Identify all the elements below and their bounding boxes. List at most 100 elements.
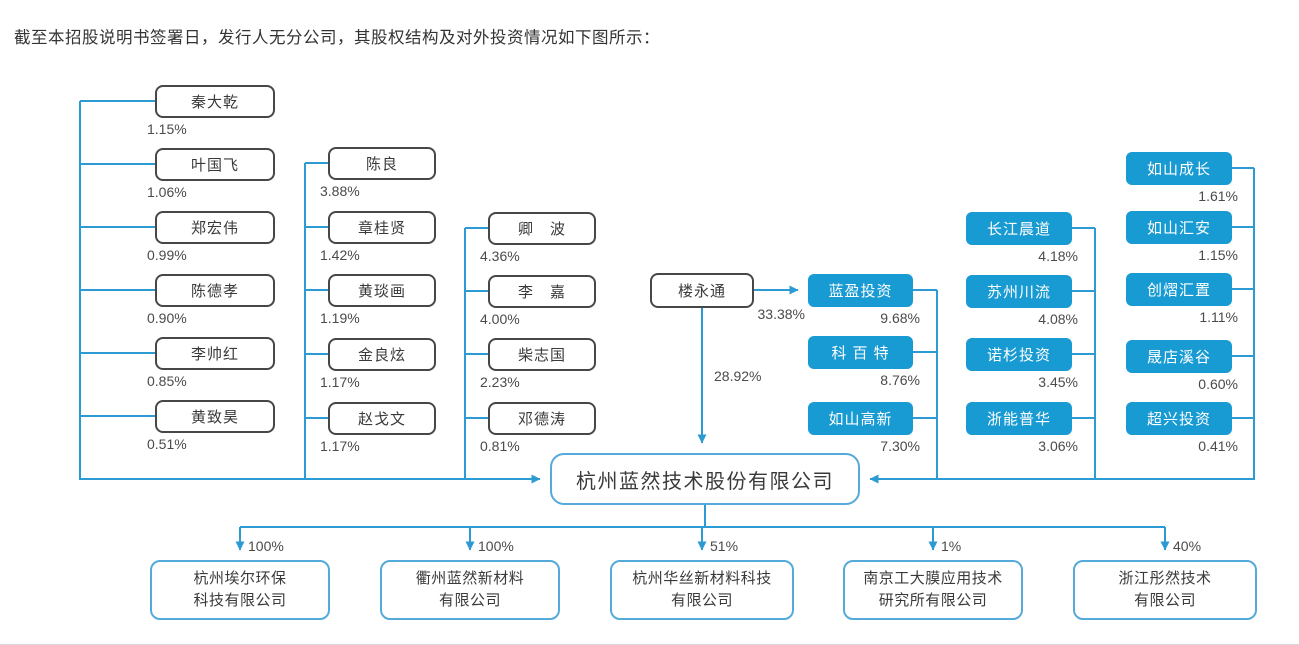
ownership-pct: 1.61% (1198, 188, 1238, 204)
subsidiary-box: 杭州华丝新材料科技 有限公司 (610, 560, 794, 620)
shareholder-name: 赵戈文 (357, 411, 406, 428)
shareholder-box: 赵戈文 (328, 402, 436, 435)
shareholder-box: 金良炫 (328, 338, 436, 371)
shareholder-box: 卿 波 (488, 212, 596, 245)
shareholder-name: 郑宏伟 (190, 220, 239, 237)
institution-box: 蓝盈投资 (808, 274, 913, 307)
ownership-pct: 0.99% (147, 247, 187, 263)
ownership-pct: 4.08% (1038, 311, 1078, 327)
subsidiary-box: 南京工大膜应用技术 研究所有限公司 (843, 560, 1023, 620)
ownership-pct: 0.81% (480, 438, 520, 454)
institution-box: 如山高新 (808, 402, 913, 435)
institution-box: 晟店溪谷 (1126, 340, 1232, 373)
shareholder-box: 郑宏伟 (155, 211, 275, 244)
intro-paragraph: 截至本招股说明书签署日，发行人无分公司，其股权结构及对外投资情况如下图所示： (14, 29, 660, 47)
shareholder-name: 金良炫 (357, 347, 406, 364)
ownership-pct: 1.15% (147, 121, 187, 137)
ownership-pct: 0.60% (1198, 376, 1238, 392)
ownership-pct: 9.68% (880, 310, 920, 326)
ownership-pct: 1.19% (320, 310, 360, 326)
subsidiary-name-line1: 浙江彤然技术 (1118, 569, 1212, 587)
ownership-pct: 4.00% (480, 311, 520, 327)
shareholder-box: 邓德涛 (488, 402, 596, 435)
institution-name: 如山汇安 (1146, 220, 1211, 237)
shareholder-name: 黄琰画 (357, 283, 406, 300)
subsidiary-name-line1: 杭州华丝新材料科技 (632, 569, 772, 587)
shareholder-name: 李帅红 (190, 346, 239, 363)
institution-box: 如山汇安 (1126, 211, 1232, 244)
institution-name: 诺杉投资 (986, 347, 1051, 364)
institution-name: 浙能普华 (986, 411, 1051, 428)
shareholder-name: 章桂贤 (357, 220, 406, 237)
ownership-pct: 4.36% (480, 248, 520, 264)
ownership-pct: 1.11% (1199, 309, 1238, 325)
ownership-pct: 28.92% (714, 368, 762, 384)
institution-name: 蓝盈投资 (828, 283, 893, 300)
institution-name: 科 百 特 (831, 345, 890, 362)
ownership-pct: 0.41% (1198, 438, 1238, 454)
institution-box: 科 百 特 (808, 336, 913, 369)
ownership-pct: 1.42% (320, 247, 360, 263)
institution-box: 诺杉投资 (966, 338, 1072, 371)
institution-name: 超兴投资 (1146, 411, 1211, 428)
institution-name: 如山成长 (1146, 161, 1211, 178)
ownership-pct: 2.23% (480, 374, 520, 390)
ownership-pct: 0.51% (147, 436, 187, 452)
institution-name: 创熠汇置 (1146, 282, 1211, 299)
ownership-pct: 8.76% (880, 372, 920, 388)
institution-name: 晟店溪谷 (1146, 349, 1211, 366)
ownership-pct: 1% (941, 538, 962, 554)
ownership-pct: 3.06% (1038, 438, 1078, 454)
company-box: 杭州蓝然技术股份有限公司 (550, 453, 860, 505)
shareholder-name: 秦大乾 (190, 94, 239, 111)
ownership-pct: 1.06% (147, 184, 187, 200)
shareholder-name: 卿 波 (517, 221, 566, 238)
shareholder-box: 李帅红 (155, 337, 275, 370)
shareholder-name: 陈良 (365, 156, 398, 173)
ownership-pct: 0.85% (147, 373, 187, 389)
ownership-pct: 1.17% (320, 438, 360, 454)
shareholder-box: 黄琰画 (328, 274, 436, 307)
shareholder-box: 李 嘉 (488, 275, 596, 308)
ownership-pct: 100% (478, 538, 514, 554)
shareholder-name: 柴志国 (517, 347, 566, 364)
institution-name: 长江晨道 (986, 221, 1051, 238)
ownership-pct: 100% (248, 538, 284, 554)
subsidiary-box: 浙江彤然技术 有限公司 (1073, 560, 1257, 620)
institution-name: 苏州川流 (986, 284, 1051, 301)
institution-name: 如山高新 (828, 411, 893, 428)
institution-box: 超兴投资 (1126, 402, 1232, 435)
ownership-pct: 51% (710, 538, 739, 554)
shareholder-name: 陈德孝 (190, 283, 239, 300)
institution-box: 创熠汇置 (1126, 273, 1232, 306)
shareholder-name: 李 嘉 (517, 284, 566, 301)
subsidiary-name-line2: 有限公司 (438, 592, 501, 609)
subsidiary-box: 杭州埃尔环保 科技有限公司 (150, 560, 330, 620)
shareholder-box: 章桂贤 (328, 211, 436, 244)
subsidiary-name-line1: 杭州埃尔环保 (193, 569, 287, 587)
shareholder-box: 叶国飞 (155, 148, 275, 181)
ownership-pct: 1.17% (320, 374, 360, 390)
shareholder-box: 陈德孝 (155, 274, 275, 307)
institution-box: 苏州川流 (966, 275, 1072, 308)
ownership-pct: 1.15% (1198, 247, 1238, 263)
ownership-pct: 3.88% (320, 183, 360, 199)
ownership-pct: 4.18% (1038, 248, 1078, 264)
ownership-pct: 33.38% (757, 306, 805, 322)
institution-box: 如山成长 (1126, 152, 1232, 185)
subsidiary-name-line2: 科技有限公司 (193, 592, 287, 609)
subsidiary-name-line1: 衢州蓝然新材料 (415, 569, 525, 587)
founder-box: 楼永通 (650, 273, 754, 308)
shareholder-name: 叶国飞 (190, 157, 239, 174)
subsidiary-name-line2: 研究所有限公司 (878, 592, 988, 609)
subsidiary-name-line2: 有限公司 (1133, 592, 1196, 609)
shareholder-box: 柴志国 (488, 338, 596, 371)
shareholder-name: 黄致昊 (190, 409, 239, 426)
subsidiary-box: 衢州蓝然新材料 有限公司 (380, 560, 560, 620)
ownership-pct: 40% (1173, 538, 1202, 554)
shareholder-name: 邓德涛 (517, 411, 566, 428)
ownership-pct: 3.45% (1038, 374, 1078, 390)
shareholder-box: 陈良 (328, 147, 436, 180)
